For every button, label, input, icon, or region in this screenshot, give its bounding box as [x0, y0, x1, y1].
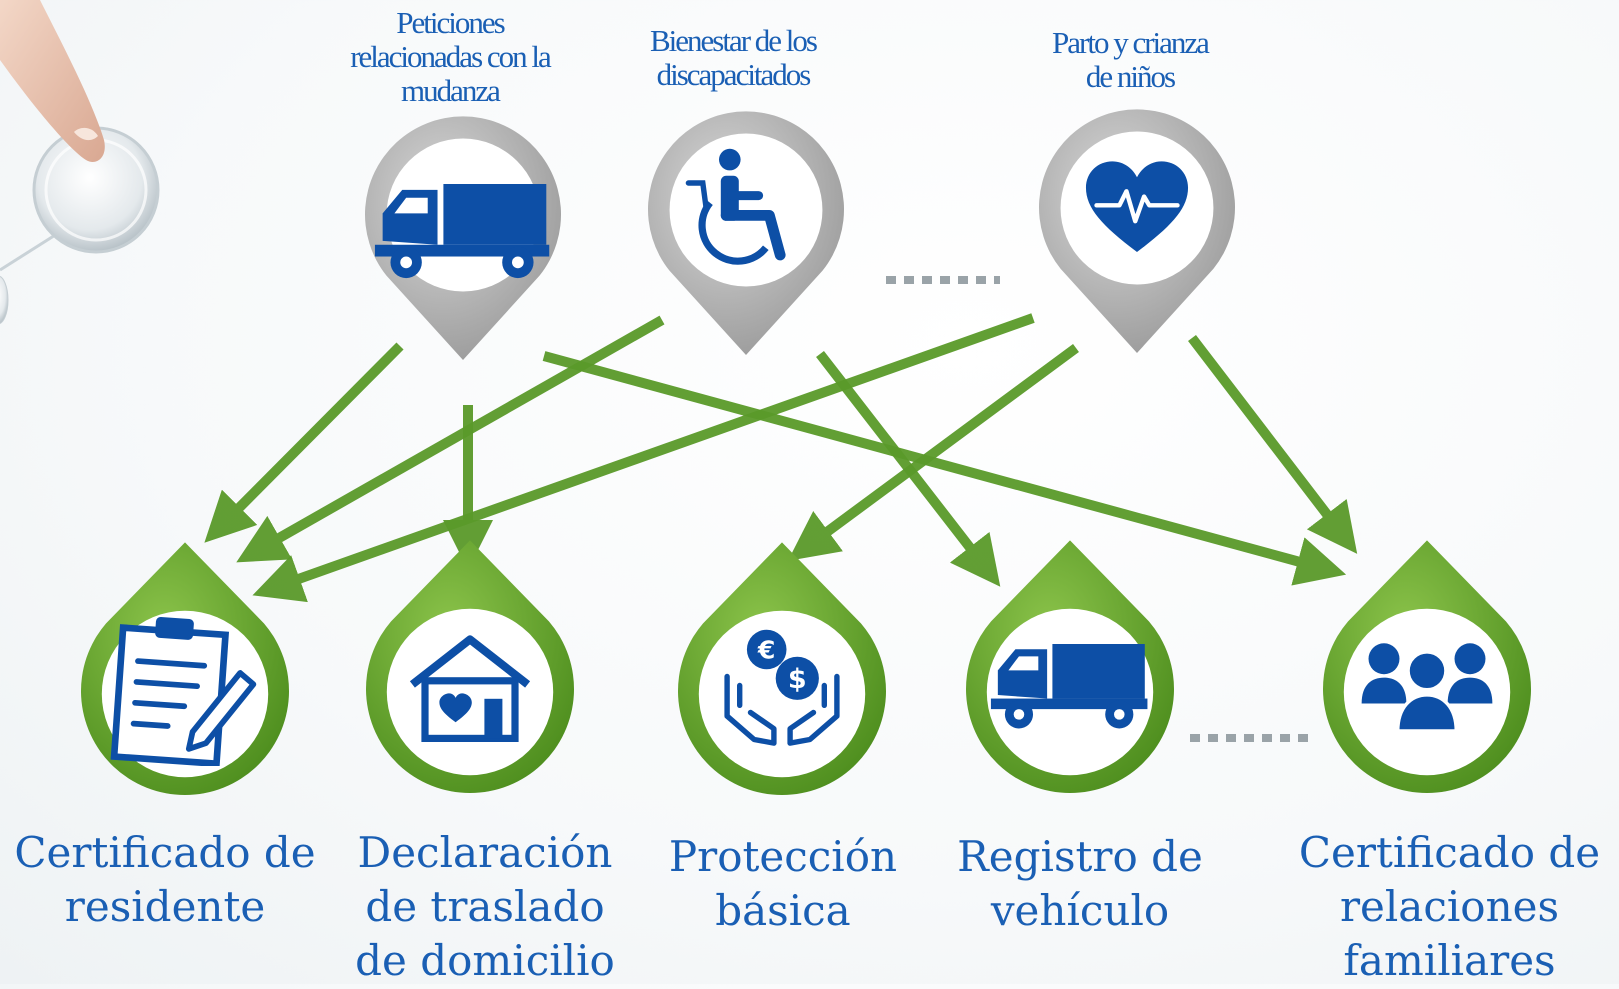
category-label-disability: Bienestar de los discapacitados [649, 23, 818, 92]
service-drop-address [366, 540, 574, 794]
service-label-protection: Protección básica [668, 832, 898, 935]
arrow-moving-to-resident [204, 342, 404, 543]
arrow-disability-to-resident [236, 315, 665, 563]
service-label-family: Certificado de relaciones familiares [1298, 828, 1601, 985]
arrow-disability-to-vehicle [816, 350, 1001, 587]
service-drops [81, 540, 1531, 796]
finger-button-decoration [0, 0, 160, 325]
service-drop-resident [81, 542, 289, 796]
service-drop-protection [678, 542, 886, 796]
arrow-moving-to-family [542, 351, 1347, 586]
category-pins [365, 109, 1235, 361]
service-drop-family [1323, 540, 1531, 794]
category-pin-moving [365, 116, 561, 361]
service-label-vehicle: Registro de vehículo [957, 832, 1203, 935]
finger-icon [0, 0, 105, 162]
category-pin-disability [647, 111, 844, 356]
connections [204, 313, 1358, 603]
category-pin-childbirth [1039, 109, 1235, 354]
service-label-resident: Certificado de residente [14, 828, 316, 931]
arrow-childbirth-to-resident [252, 313, 1035, 603]
arrow-childbirth-to-protection [787, 343, 1079, 561]
service-drop-vehicle [966, 540, 1174, 794]
category-label-moving: Peticiones relacionadas con la mudanza [350, 5, 552, 108]
category-label-childbirth: Parto y crianza de niños [1052, 25, 1210, 94]
service-label-address: Declaración de traslado de domicilio [355, 828, 615, 985]
arrow-childbirth-to-family [1188, 334, 1358, 554]
